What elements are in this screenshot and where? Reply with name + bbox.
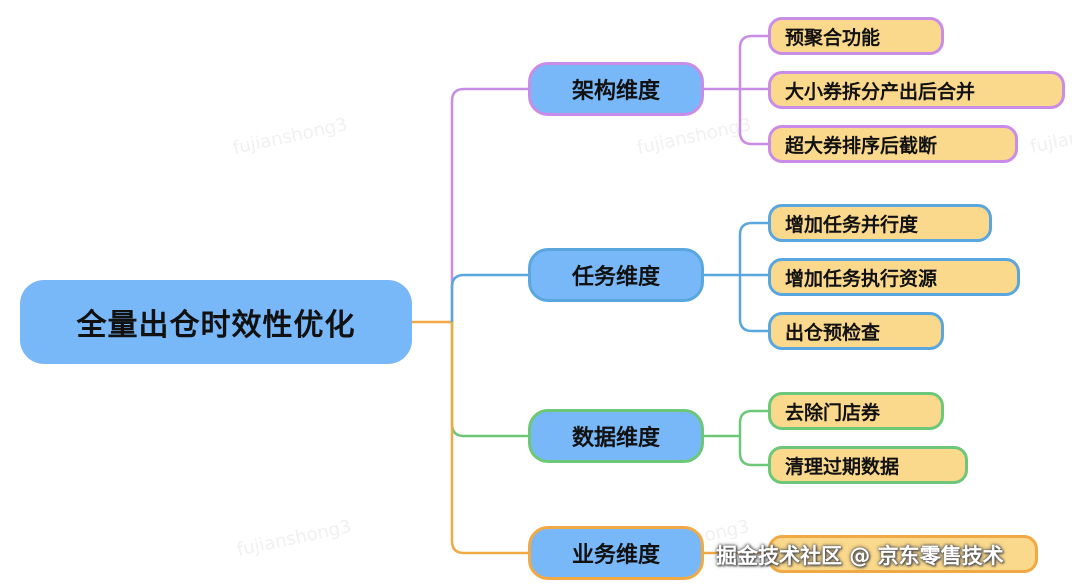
connector-line (738, 221, 768, 275)
connector-line (450, 273, 528, 322)
connector-line (738, 409, 768, 436)
connector-line (450, 322, 528, 555)
leaf-node: 出仓预检查 (768, 312, 944, 350)
root-node: 全量出仓时效性优化 (20, 280, 412, 364)
leaf-node: 增加任务执行资源 (768, 258, 1020, 296)
leaf-node (768, 535, 1038, 573)
leaf-node: 清理过期数据 (768, 446, 968, 484)
leaf-node: 超大券排序后截断 (768, 125, 1018, 163)
leaf-node: 去除门店券 (768, 392, 944, 430)
footer-watermark: 掘金技术社区 @ 京东零售技术 (716, 544, 1004, 568)
branch-node-architecture: 架构维度 (528, 62, 704, 116)
branch-node-task: 任务维度 (528, 248, 704, 302)
branch-node-data: 数据维度 (528, 409, 704, 463)
connector-line (738, 436, 768, 467)
connector-line (738, 34, 768, 89)
connector-line (450, 322, 528, 438)
leaf-node: 大小券拆分产出后合并 (768, 71, 1065, 109)
connector-line (738, 275, 768, 333)
connector-line (450, 87, 528, 322)
branch-node-business: 业务维度 (528, 526, 704, 580)
connector-line (738, 89, 768, 146)
leaf-node: 预聚合功能 (768, 17, 944, 55)
leaf-node: 增加任务并行度 (768, 204, 992, 242)
